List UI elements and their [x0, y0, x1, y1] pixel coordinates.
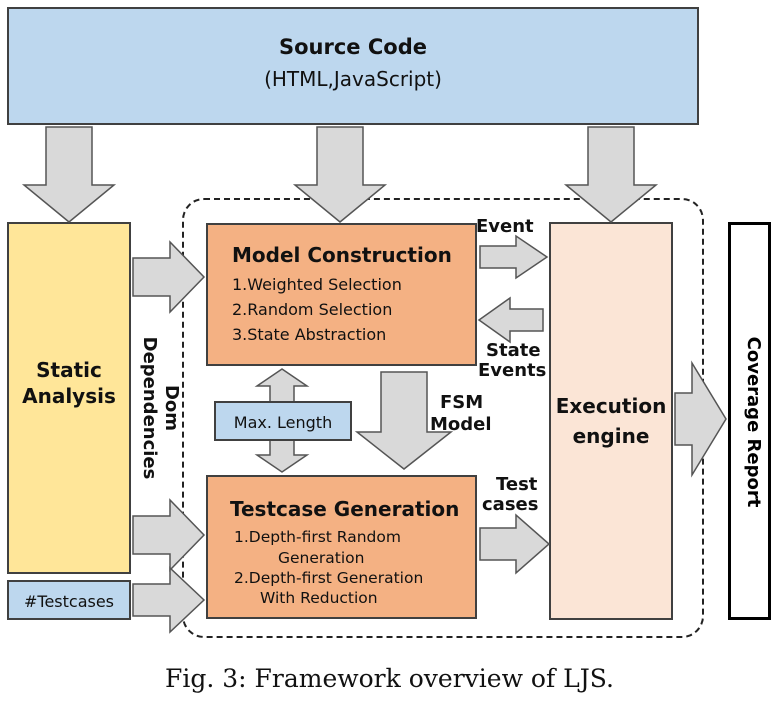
arrow-fsm-model	[354, 371, 454, 470]
testcase-generation-item-1b: Generation	[278, 549, 365, 567]
fsm-model-label-1: FSM	[440, 392, 484, 413]
testcase-generation-item-1: 1.Depth-first Random	[234, 528, 401, 546]
fsm-model-label-2: Model	[430, 414, 492, 435]
arrow-right-to-testcase-generation	[132, 498, 206, 572]
model-construction-title: Model Construction	[232, 243, 452, 267]
testcase-generation-box: Testcase Generation 1.Depth-first Random…	[206, 475, 477, 619]
arrow-down-to-static-analysis	[21, 126, 117, 223]
test-cases-label-1: Test	[496, 474, 538, 495]
testcase-generation-item-2: 2.Depth-first Generation	[234, 569, 424, 587]
source-code-box: Source Code (HTML,JavaScript)	[7, 7, 699, 125]
max-length-overlay-label: Max. Length	[233, 413, 333, 432]
arrow-event	[479, 234, 549, 280]
model-construction-item-3: 3.State Abstraction	[232, 325, 387, 344]
execution-engine-label-1: Execution	[555, 394, 667, 418]
arrow-right-to-model-construction	[132, 240, 206, 314]
num-testcases-box: #Testcases	[7, 580, 131, 620]
test-cases-label-2: cases	[482, 494, 539, 515]
num-testcases-label: #Testcases	[23, 592, 115, 611]
model-construction-item-2: 2.Random Selection	[232, 300, 393, 319]
arrow-state-events	[477, 296, 544, 344]
arrow-right-from-num-testcases	[132, 566, 206, 634]
arrow-down-to-execution-engine	[563, 126, 659, 223]
testcase-generation-item-2b: With Reduction	[260, 589, 378, 607]
arrow-to-coverage-report	[674, 360, 727, 478]
static-analysis-label-1: Static	[36, 358, 102, 382]
source-code-title: Source Code	[279, 35, 427, 59]
model-construction-box: Model Construction 1.Weighted Selection …	[206, 223, 477, 366]
testcase-generation-title: Testcase Generation	[230, 497, 460, 521]
execution-engine-label-2: engine	[572, 424, 650, 448]
figure-caption: Fig. 3: Framework overview of LJS.	[165, 664, 614, 693]
state-events-label-1: State	[486, 340, 541, 361]
arrow-test-cases	[479, 513, 551, 575]
model-construction-item-1: 1.Weighted Selection	[232, 275, 402, 294]
coverage-report-box: Coverage Report	[728, 222, 771, 620]
event-label: Event	[476, 216, 534, 237]
state-events-label-2: Events	[478, 360, 547, 381]
arrow-down-to-model-construction	[292, 126, 388, 223]
source-code-subtitle: (HTML,JavaScript)	[264, 67, 442, 91]
execution-engine-box: Execution engine	[549, 222, 673, 620]
static-analysis-box: Static Analysis	[7, 222, 131, 574]
max-length-box-overlay: Max. Length	[214, 401, 352, 441]
static-analysis-label-2: Analysis	[22, 384, 116, 408]
